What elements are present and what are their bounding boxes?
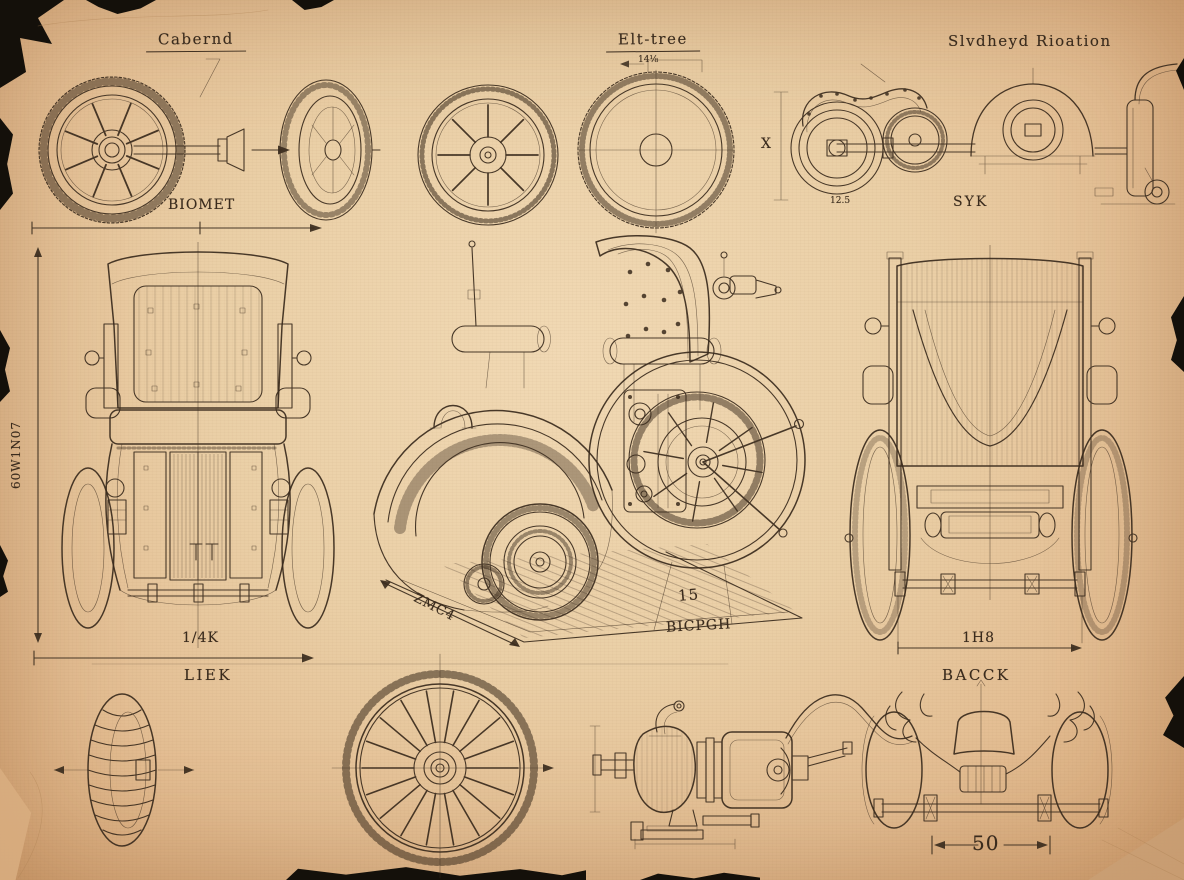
axle-bar (873, 794, 1109, 822)
front-drive-wheel (463, 503, 599, 621)
side-wheels (61, 467, 335, 629)
dimension-bracket (620, 59, 703, 73)
rear-axle-assembly-drawing (785, 679, 1113, 855)
torn-edge-right-1 (1171, 296, 1184, 372)
wheel-rim-and-spokes (342, 670, 538, 866)
mid-gear-block (623, 389, 687, 513)
front-wheel-detail-drawing (38, 58, 381, 224)
tire-edge-view-drawing (53, 693, 195, 847)
chain-drive-wheel (790, 88, 976, 195)
front-width-dimension (33, 650, 729, 666)
torn-edge-left-1 (0, 118, 13, 210)
section-title-drive-side-view: Slvdheyd Rioation (948, 32, 1112, 50)
dim-label-front-width: 1/4K (182, 630, 219, 646)
section-title-mid-wheel-detail: Elt-tree (605, 29, 700, 53)
rear-side-wheels (844, 429, 1138, 641)
caption-perspective-view: BICPGH (665, 616, 732, 636)
motor-base (630, 809, 760, 841)
dim-label-back-width: 1H8 (962, 630, 996, 646)
spoked-wheel-gear-rim (417, 84, 559, 226)
seat-band (109, 409, 287, 450)
seat-back (595, 235, 782, 363)
arrow-right (278, 145, 290, 155)
axle-shaft (133, 128, 283, 172)
caption-side-view: SYK (953, 194, 989, 210)
axle-clamps (885, 691, 1095, 743)
axle-width-dimension (931, 835, 1051, 855)
motor-body (633, 700, 696, 813)
rear-posts-and-armrests (862, 251, 1118, 571)
tire-profile (53, 693, 195, 847)
torn-edge-left-3 (0, 545, 8, 597)
drive-mechanism-side-drawing (773, 63, 1178, 205)
front-view-drawing (61, 242, 335, 648)
torn-edge-top-2 (292, 0, 334, 10)
dome-housing (860, 63, 1096, 175)
backrest-rear (896, 257, 1084, 467)
spoked-wheel-front (38, 58, 221, 224)
coupling-and-gearbox (696, 731, 853, 809)
rear-hand-wheel (588, 351, 806, 631)
perspective-view-drawing (373, 235, 806, 647)
caption-front-view: LIEK (184, 666, 233, 684)
torn-edge-left-2 (0, 330, 10, 402)
dim-label-perspective-width: 15 (677, 585, 700, 605)
front-height-dimension (34, 247, 42, 643)
seat-frame-and-caster (1094, 63, 1178, 205)
dim-label-biomet: BIOMET (168, 197, 236, 213)
caption-back-view: BACCK (942, 666, 1011, 684)
dim-label-front-height: 60W1N07 (9, 420, 23, 490)
axle-wheels (861, 711, 1113, 829)
drive-cable (785, 694, 913, 745)
tire-three-quarter-view (279, 79, 381, 221)
side-posts-and-armrests (84, 323, 312, 419)
front-top-dimension (31, 221, 322, 235)
torn-edge-right-3 (1176, 58, 1184, 90)
motor-assembly-drawing (589, 700, 853, 850)
dim-label-x: X (761, 136, 772, 152)
x-dimension-line (773, 91, 789, 201)
plain-rim-wheel (577, 69, 735, 234)
front-barrel-body (373, 240, 613, 613)
input-shaft (592, 752, 634, 779)
dim-label-side-small: 12.5 (830, 196, 851, 206)
back-view-drawing (844, 245, 1138, 655)
rear-width-dimension (897, 595, 1083, 655)
axle-center-seat (915, 679, 1051, 805)
dim-label-mid-wheel: 14⅛ (638, 55, 659, 65)
mid-wheel-detail-drawing (417, 59, 735, 234)
motor-dimension-lines (589, 725, 736, 850)
depth-dimension (380, 580, 520, 647)
lower-body (105, 443, 291, 606)
rear-undercarriage (894, 485, 1086, 597)
large-spoked-wheel-drawing (331, 653, 554, 879)
dim-label-axle-width: 50 (972, 831, 1000, 855)
backrest (107, 251, 289, 409)
section-title-front-wheel-detail: Cabernd (145, 29, 246, 53)
